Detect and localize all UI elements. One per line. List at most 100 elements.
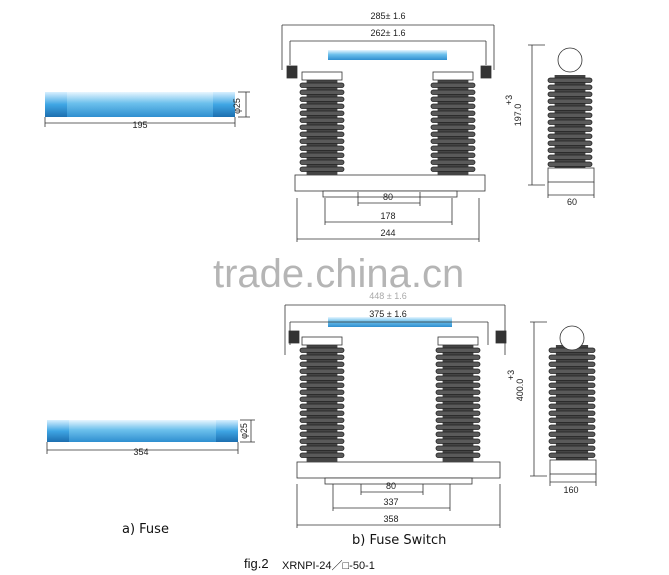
top-fuse-diameter: φ25 xyxy=(232,98,242,114)
fuse-caption: a) Fuse xyxy=(122,522,169,537)
fuse-tube xyxy=(328,50,447,60)
bottom-tol: +3 xyxy=(506,370,516,380)
insulator-right-shed xyxy=(430,89,476,95)
top-fuse-tube xyxy=(45,92,235,117)
contact-block xyxy=(437,336,479,346)
top-width: 60 xyxy=(567,197,577,207)
insulator-left-shed xyxy=(299,103,345,109)
side-insulator-bottom-shed xyxy=(548,452,596,458)
side-base xyxy=(549,459,597,475)
insulator-right-shed xyxy=(435,396,481,402)
insulator-left-shed xyxy=(299,152,345,158)
side-contact xyxy=(559,325,585,351)
insulator-left-shed xyxy=(299,431,345,437)
side-insulator-top-shed xyxy=(547,119,593,125)
insulator-right-shed xyxy=(430,145,476,151)
base-plate xyxy=(294,174,486,192)
watermark: trade.china.cn xyxy=(213,252,465,296)
bottom-height: 400.0 xyxy=(515,379,525,402)
side-insulator-top-shed xyxy=(547,161,593,167)
side-insulator-top-shed xyxy=(547,91,593,97)
side-contact xyxy=(557,47,583,73)
insulator-right-shed xyxy=(435,424,481,430)
figure-number: fig.2 xyxy=(244,556,269,571)
top-tol: +3 xyxy=(504,95,514,105)
bottom-d1: 80 xyxy=(386,481,396,491)
side-insulator-bottom-shed xyxy=(548,445,596,451)
side-insulator-bottom-shed xyxy=(548,417,596,423)
insulator-left-shed xyxy=(299,124,345,130)
insulator-left-shed xyxy=(299,361,345,367)
top-fuse-cap-left xyxy=(45,92,67,117)
side-insulator-top-shed xyxy=(547,84,593,90)
insulator-right-shed xyxy=(435,438,481,444)
insulator-right-shed xyxy=(430,82,476,88)
top-d2: 178 xyxy=(380,211,395,221)
bottom-overall: 448 ± 1.6 xyxy=(369,291,406,301)
side-insulator-bottom-shed xyxy=(548,403,596,409)
side-insulator-top-shed xyxy=(547,105,593,111)
base-plate xyxy=(296,461,501,479)
side-base xyxy=(547,167,595,183)
insulator-left-shed xyxy=(299,375,345,381)
bottom-fuse-diameter: φ25 xyxy=(239,423,249,439)
top-fuse-cap-right xyxy=(213,92,235,117)
bottom-d3: 358 xyxy=(383,514,398,524)
side-insulator-top-shed xyxy=(547,112,593,118)
side-insulator-bottom-shed xyxy=(548,389,596,395)
insulator-left-shed xyxy=(299,110,345,116)
insulator-left-shed xyxy=(299,159,345,165)
side-insulator-bottom-shed xyxy=(548,382,596,388)
side-insulator-bottom-shed xyxy=(548,431,596,437)
top-inner: 262± 1.6 xyxy=(371,28,406,38)
insulator-right-shed xyxy=(430,96,476,102)
bottom-fuse-length: 354 xyxy=(133,447,148,457)
top-overall: 285± 1.6 xyxy=(371,11,406,21)
side-insulator-top-shed xyxy=(547,140,593,146)
model-number: XRNPI-24／□-50-1 xyxy=(282,560,375,572)
top-fuse-length: 195 xyxy=(132,120,147,130)
insulator-right-shed xyxy=(435,368,481,374)
bottom-d2: 337 xyxy=(383,497,398,507)
contact-block xyxy=(301,71,343,81)
side-insulator-top-shed xyxy=(547,126,593,132)
insulator-left-shed xyxy=(299,82,345,88)
terminal-left xyxy=(288,330,300,344)
insulator-right-shed xyxy=(430,159,476,165)
insulator-left-shed xyxy=(299,410,345,416)
bottom-fuse-cap-left xyxy=(47,420,69,442)
insulator-right-shed xyxy=(435,375,481,381)
insulator-right-shed xyxy=(430,103,476,109)
insulator-right-shed xyxy=(435,382,481,388)
top-d3: 244 xyxy=(380,228,395,238)
insulator-right-shed xyxy=(435,452,481,458)
side-insulator-bottom-shed xyxy=(548,410,596,416)
bottom-inner: 375 ± 1.6 xyxy=(369,309,406,319)
insulator-left-shed xyxy=(299,138,345,144)
side-insulator-bottom-shed xyxy=(548,396,596,402)
insulator-left-shed xyxy=(299,417,345,423)
insulator-right-shed xyxy=(430,124,476,130)
fuse-switch-caption: b) Fuse Switch xyxy=(352,533,447,548)
insulator-left-shed xyxy=(299,166,345,172)
insulator-right-shed xyxy=(435,445,481,451)
side-insulator-bottom-shed xyxy=(548,438,596,444)
insulator-left-shed xyxy=(299,452,345,458)
side-insulator-top-shed xyxy=(547,133,593,139)
insulator-right-shed xyxy=(430,110,476,116)
insulator-right-shed xyxy=(430,131,476,137)
insulator-left-shed xyxy=(299,438,345,444)
insulator-right-shed xyxy=(435,389,481,395)
side-insulator-top-shed xyxy=(547,147,593,153)
insulator-left-shed xyxy=(299,396,345,402)
top-d1: 80 xyxy=(383,192,393,202)
top-height: 197.0 xyxy=(513,104,523,127)
base-rail xyxy=(322,190,458,198)
insulator-right-shed xyxy=(435,403,481,409)
insulator-left-shed xyxy=(299,354,345,360)
insulator-right-shed xyxy=(430,117,476,123)
contact-block xyxy=(432,71,474,81)
bottom-fuse-cap-right xyxy=(216,420,238,442)
